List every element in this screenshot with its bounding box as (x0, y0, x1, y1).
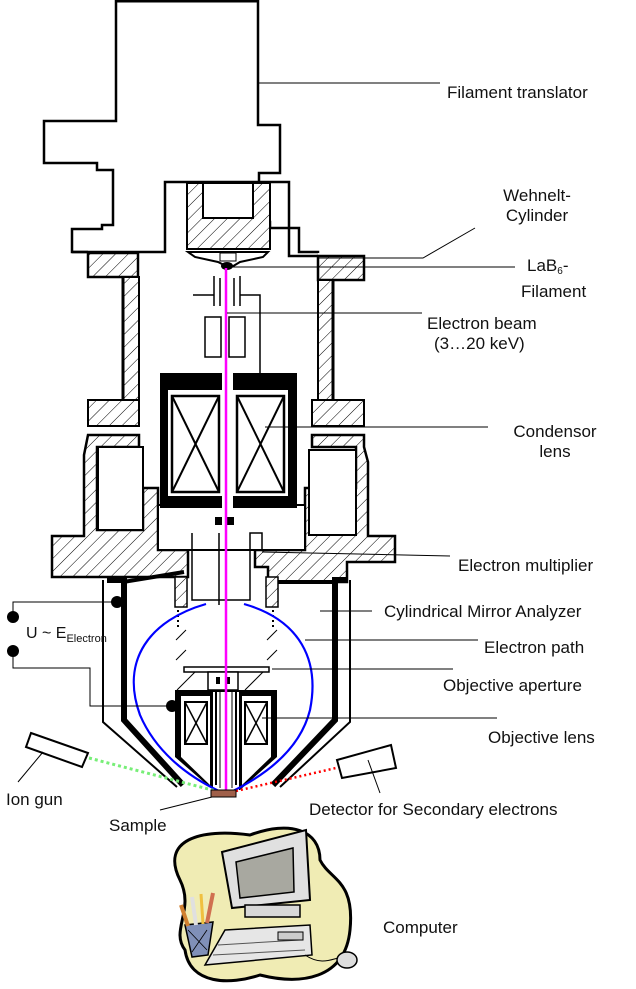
label-wehnelt-cylinder: Wehnelt- Cylinder (503, 186, 571, 225)
label-sample: Sample (109, 816, 167, 835)
label-voltage: U ~ EElectron (26, 625, 107, 645)
computer-illustration (173, 826, 358, 983)
ion-beam (88, 756, 217, 793)
electron-multiplier (157, 504, 306, 605)
label-lab6-filament: LaB6- Filament (521, 256, 587, 301)
objective-aperture (176, 666, 270, 691)
mouse (336, 951, 358, 969)
label-cylindrical-mirror-analyzer: Cylindrical Mirror Analyzer (384, 602, 582, 621)
filament-translator-body-left (42, 0, 118, 254)
secondary-electron-detector (235, 743, 398, 794)
cylindrical-mirror-analyzer (102, 570, 351, 788)
secondary-electron-trajectory (235, 766, 337, 793)
label-condensor-lens: Condensor lens (513, 422, 597, 461)
beam-optics (193, 276, 261, 373)
condensor-lens (160, 373, 297, 508)
label-computer: Computer (383, 918, 458, 937)
label-detector: Detector for Secondary electrons (309, 800, 558, 819)
label-objective-aperture: Objective aperture (443, 676, 582, 695)
voltage-source (7, 596, 178, 712)
electron-path-left (132, 602, 220, 792)
leader-lines (159, 82, 515, 811)
label-ion-gun: Ion gun (6, 790, 63, 809)
label-electron-multiplier: Electron multiplier (458, 556, 594, 575)
ion-gun (17, 731, 217, 793)
label-electron-path: Electron path (484, 638, 585, 657)
label-filament-translator: Filament translator (447, 83, 588, 102)
sample (210, 789, 237, 798)
label-electron-beam: Electron beam (3…20 keV) (427, 314, 537, 353)
wehnelt-cylinder (184, 182, 271, 270)
electron-path-right (232, 602, 314, 792)
label-objective-lens: Objective lens (488, 728, 595, 747)
